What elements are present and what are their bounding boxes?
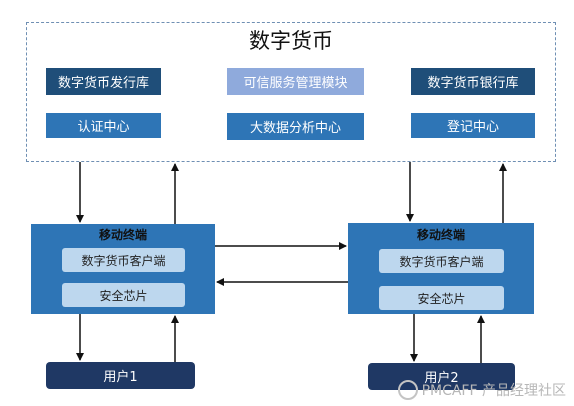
security-chip: 安全芯片: [62, 283, 185, 307]
registry-center-module: 登记中心: [411, 113, 535, 138]
pmcaff-logo-icon: [397, 380, 418, 400]
system-title: 数字货币: [249, 29, 333, 53]
user-2: 用户2: [368, 363, 515, 390]
security-chip: 安全芯片: [379, 286, 504, 310]
issuance-db-module: 数字货币发行库: [46, 68, 161, 95]
big-data-module: 大数据分析中心: [227, 113, 364, 140]
digital-currency-system-boundary: [26, 22, 556, 162]
mobile-terminal-2: 移动终端 数字货币客户端 安全芯片: [348, 223, 534, 314]
auth-center-module: 认证中心: [46, 113, 161, 138]
bank-db-module: 数字货币银行库: [411, 68, 535, 95]
wallet-client: 数字货币客户端: [379, 249, 504, 273]
terminal-title: 移动终端: [98, 228, 147, 242]
terminal-title: 移动终端: [416, 228, 465, 242]
wallet-client: 数字货币客户端: [62, 248, 185, 272]
watermark-text: PMCAFF 产品经理社区: [421, 383, 566, 399]
user-1: 用户1: [46, 362, 195, 389]
mobile-terminal-1: 移动终端 数字货币客户端 安全芯片: [31, 224, 215, 314]
watermark: PMCAFF 产品经理社区: [397, 380, 566, 400]
trusted-service-module: 可信服务管理模块: [227, 68, 364, 95]
